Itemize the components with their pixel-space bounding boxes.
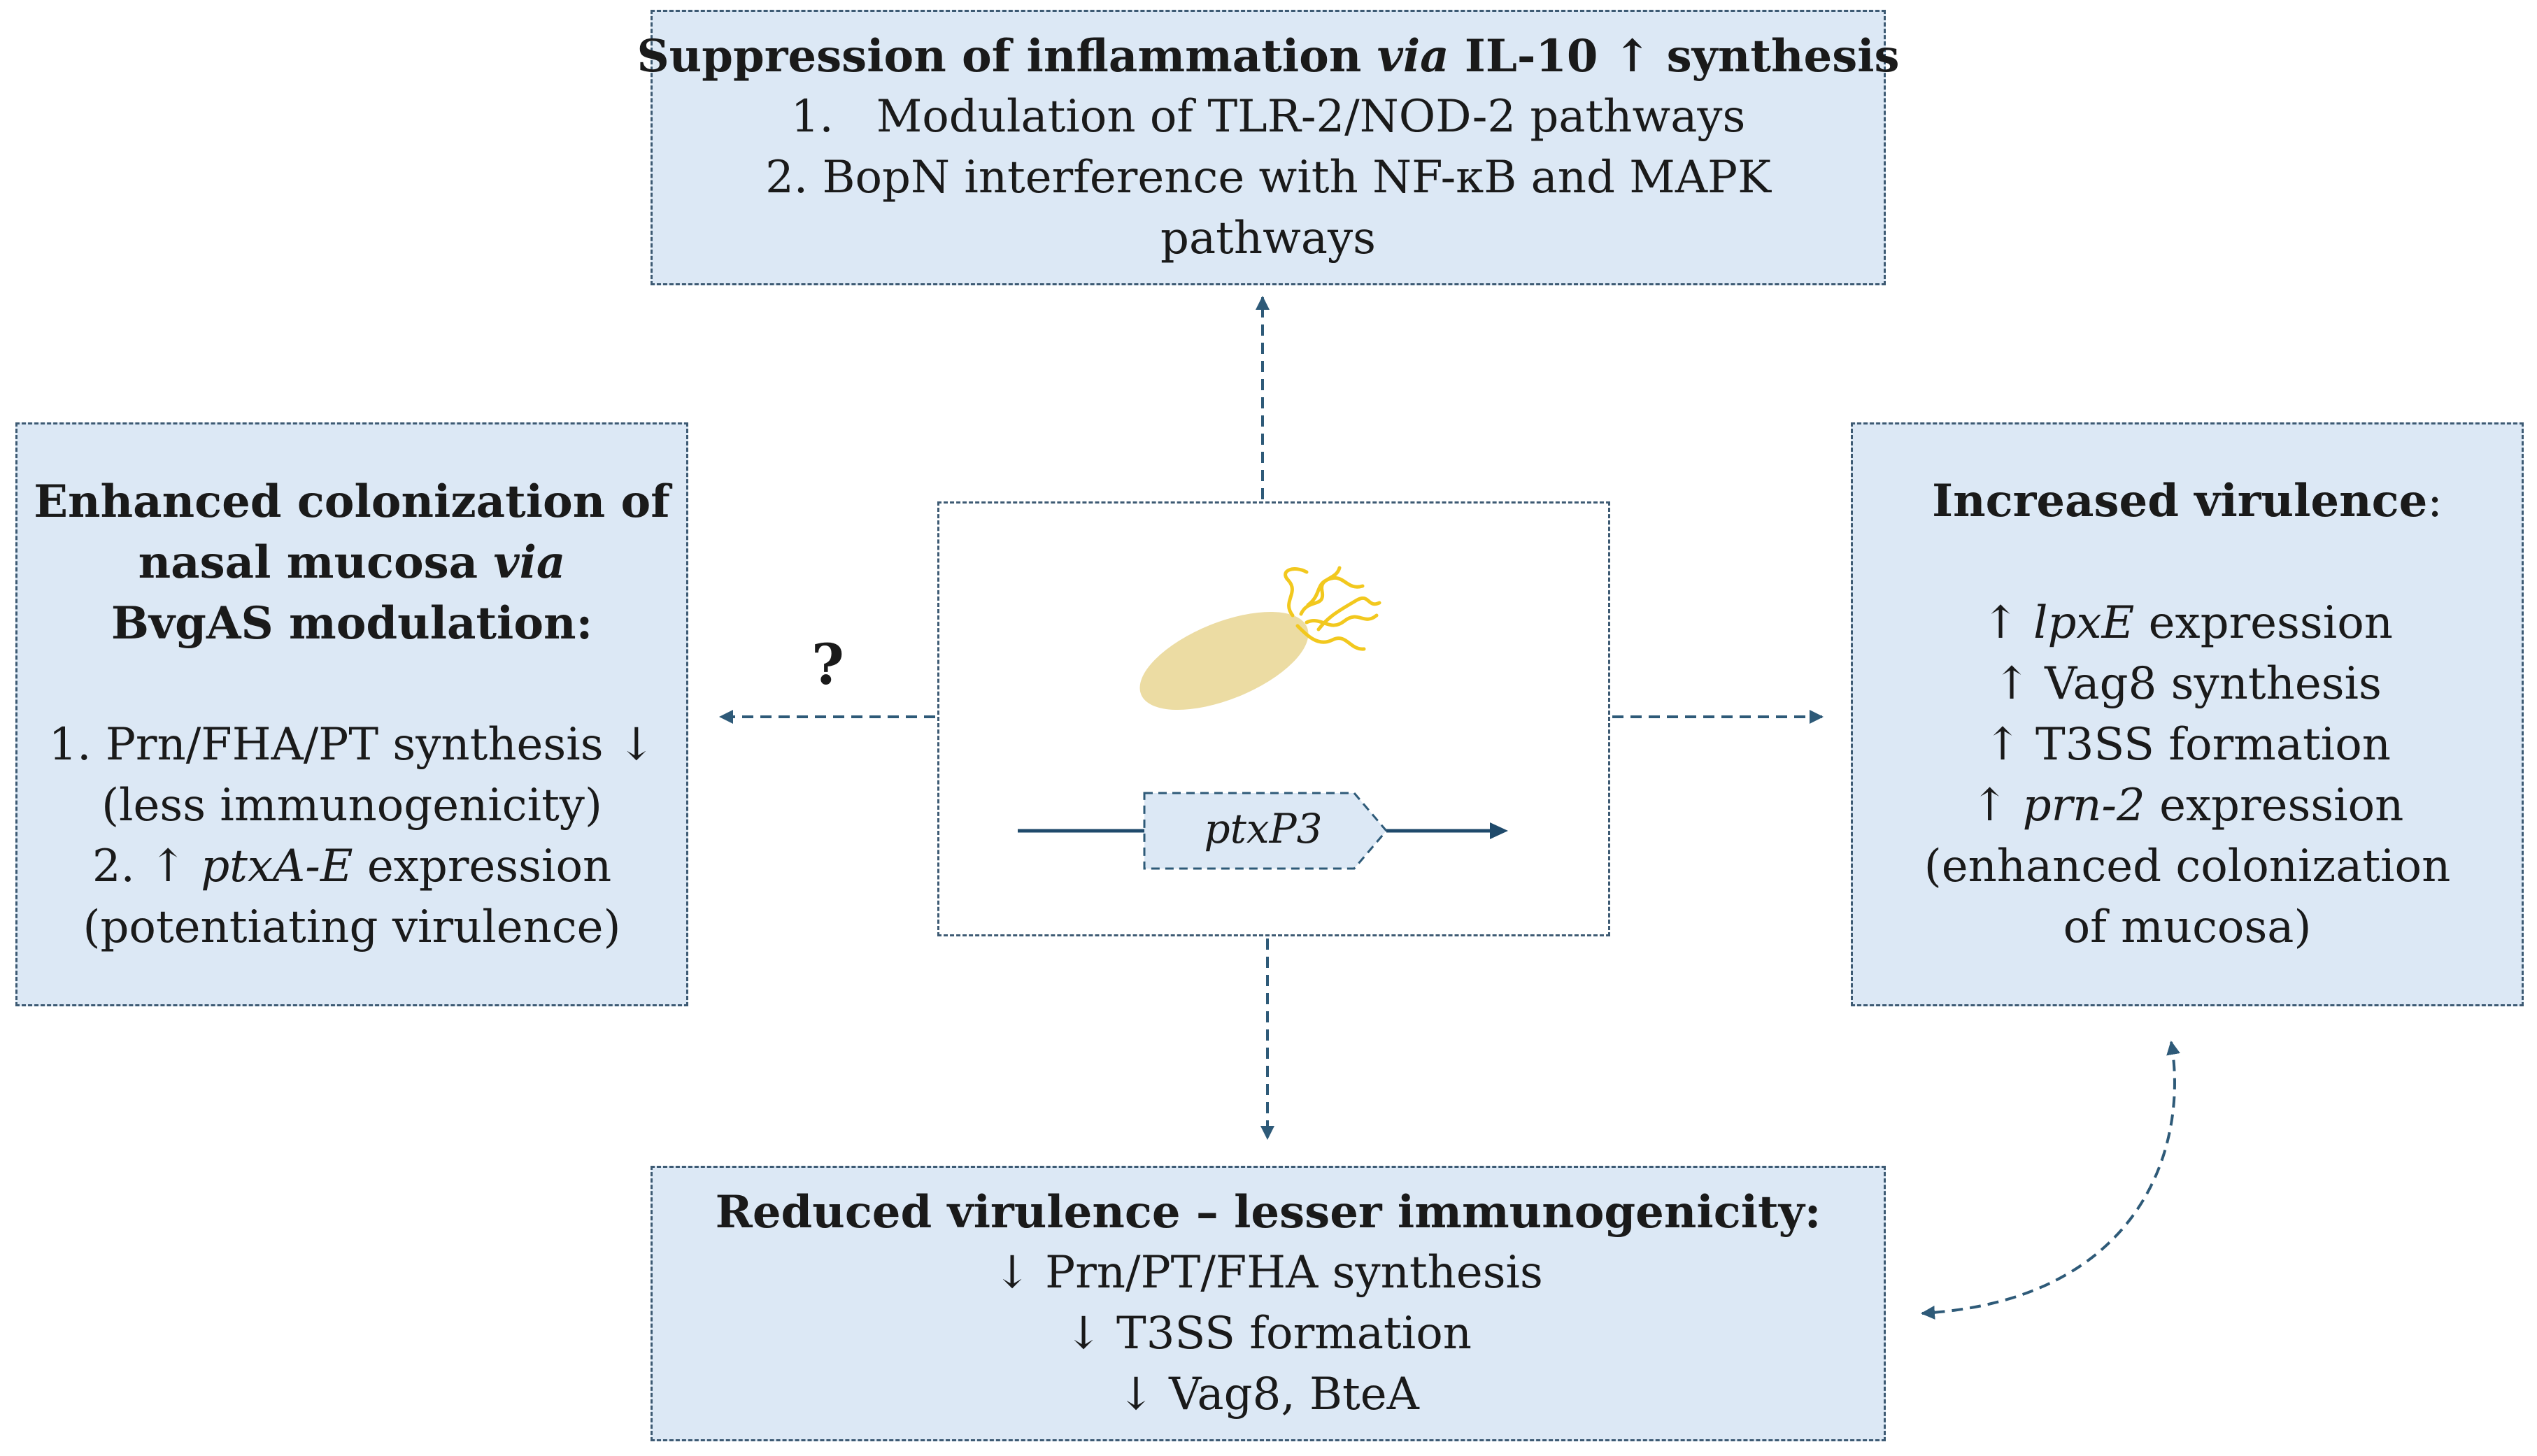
suppression-inflammation-box: Suppression of inflammation via IL-10 ↑ … [637,10,1900,285]
right-box-item-4-note-2: of mucosa) [2063,901,2312,953]
bottom-box-item-2: ↓ T3SS formation [1065,1308,1472,1359]
bottom-box-title: Reduced virulence – lesser immunogenicit… [715,1186,1821,1239]
increased-virulence-box: Increased virulence: ↑ lpxE expression ↑… [1851,422,2524,1006]
right-box-item-3: ↑ T3SS formation [1984,719,2391,771]
reduced-virulence-box: Reduced virulence – lesser immunogenicit… [651,1166,1886,1441]
promoter-shape [1143,792,1388,870]
left-box-item-1-note: (less immunogenicity) [101,779,602,832]
left-box-item-2: 2. ↑ ptxA-E expression [92,840,612,892]
bacterium-icon [1139,566,1381,710]
left-box-title-3: BvgAS modulation: [111,597,593,650]
top-box-line-1: 1. Modulation of TLR-2/NOD-2 pathways [790,91,1746,143]
left-box-title-2: nasal mucosa via [138,536,566,589]
right-box-title: Increased virulence: [1932,475,2443,527]
curved-arrow-right-bottom [1921,1041,2180,1320]
gene-arrowhead [1490,822,1508,839]
bottom-box-item-1: ↓ Prn/PT/FHA synthesis [993,1247,1543,1299]
right-box-item-4-note-1: (enhanced colonization [1924,841,2451,892]
right-box-item-1: ↑ lpxE expression [1982,597,2393,649]
left-box-item-2-note: (potentiating virulence) [83,901,621,953]
top-box-line-2: 2. BopN interference with NF-κB and MAPK [765,152,1771,204]
right-box-item-4: ↑ prn-2 expression [1970,780,2404,832]
question-mark: ? [811,631,844,697]
top-box-line-3: pathways [1160,213,1376,264]
left-box-title-1: Enhanced colonization of [34,475,670,528]
top-box-title: Suppression of inflammation via IL-10 ↑ … [637,30,1900,83]
enhanced-colonization-box: Enhanced colonization of nasal mucosa vi… [15,422,688,1006]
bottom-box-item-3: ↓ Vag8, BteA [1117,1369,1419,1420]
right-box-item-2: ↑ Vag8 synthesis [1993,658,2382,710]
ptxp3-label: ptxP3 [1204,805,1323,852]
ptxp3-gene-diagram [1018,792,1508,870]
left-box-item-1: 1. Prn/FHA/PT synthesis ↓ [48,718,655,771]
